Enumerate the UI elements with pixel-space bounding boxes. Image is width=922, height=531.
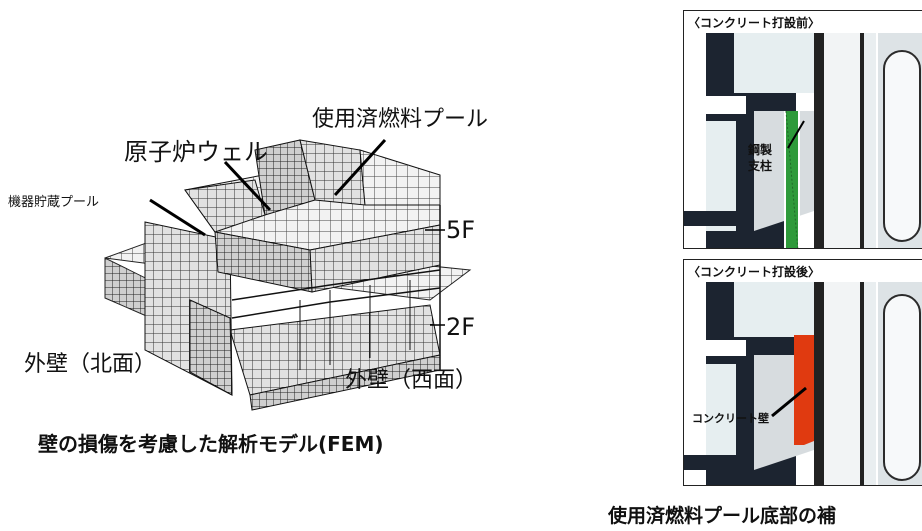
north-lower-wall [189, 299, 233, 396]
reactor-well-label: 原子炉ウェル [124, 138, 268, 166]
before-concrete-panel: 〈コンクリート打設前〉 鋼製 支柱 [683, 10, 922, 249]
steel-support-label-1: 鋼製 [748, 143, 773, 157]
floor-5f-label: 5F [446, 216, 476, 244]
steel-support-label-2: 支柱 [748, 159, 773, 173]
after-concrete-title: 〈コンクリート打設後〉 [688, 265, 821, 279]
after-concrete-drawing [684, 282, 922, 485]
before-concrete-title: 〈コンクリート打設前〉 [688, 16, 821, 30]
floor-2f-label: 2F [446, 313, 476, 341]
outer-wall-west-label: 外壁（西面） [345, 368, 478, 393]
before-concrete-drawing [684, 33, 922, 248]
after-concrete-panel: 〈コンクリート打設後〉 コンクリート壁 [683, 259, 922, 486]
fuel-rack-tube [883, 50, 921, 242]
fem-caption: 壁の損傷を考慮した解析モデル(FEM) [38, 432, 384, 456]
east-upper-frame [359, 149, 441, 206]
equipment-pool-label: 機器貯蔵プール [8, 195, 100, 210]
leader-equipment-pool [149, 198, 206, 237]
outer-wall-north-label: 外壁（北面） [24, 352, 157, 377]
reinforcement-caption: 使用済燃料プール底部の補 [608, 505, 837, 527]
leader-spent-fuel-pool [333, 138, 387, 197]
equipment-pool-walls [184, 179, 266, 233]
spent-fuel-pool-label: 使用済燃料プール [312, 107, 489, 132]
concrete-wall-label: コンクリート壁 [692, 412, 769, 425]
fuel-rack-tube [883, 294, 921, 481]
fem-mesh-drawing [104, 138, 472, 411]
upper-block-west [214, 231, 313, 293]
leader-reactor-well [223, 160, 272, 212]
